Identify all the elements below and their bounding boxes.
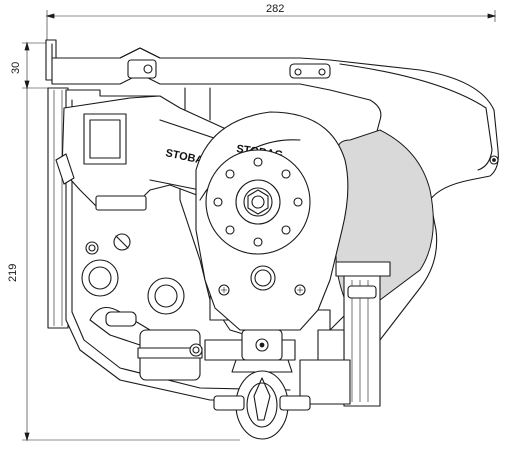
dimension-width-label: 282: [266, 3, 284, 15]
drive-drum: STOBAG: [195, 111, 349, 331]
dimension-width: 282: [45, 3, 497, 40]
dimension-height-label: 219: [7, 264, 19, 282]
dimension-top-offset-label: 30: [10, 62, 22, 74]
crank-eye-hook: [213, 329, 311, 440]
dimension-height: 219: [7, 88, 240, 442]
side-fasteners: [81, 233, 185, 327]
dimension-top-offset: 30: [10, 41, 52, 90]
